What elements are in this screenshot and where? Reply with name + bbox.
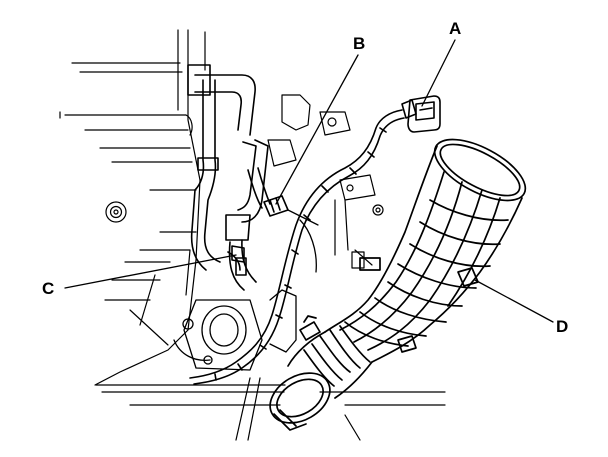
upper-engine-parts (267, 94, 384, 269)
throttle-body (173, 209, 319, 371)
leader-line-a (421, 39, 456, 107)
connector (401, 95, 441, 133)
intake-air-duct (269, 138, 527, 431)
label-a: A (449, 19, 462, 38)
leader-line-d (474, 279, 554, 323)
coolant-hoses (187, 64, 269, 291)
label-d: D (556, 317, 569, 336)
engine-block (59, 29, 206, 386)
frame-lines (95, 377, 446, 441)
leader-line-b (275, 54, 359, 205)
label-b: B (353, 34, 366, 53)
label-c: C (42, 279, 55, 298)
hose-clamp (247, 167, 289, 217)
leader-line-c (64, 254, 237, 289)
leader-lines (64, 39, 554, 323)
wire-harness (189, 109, 405, 385)
